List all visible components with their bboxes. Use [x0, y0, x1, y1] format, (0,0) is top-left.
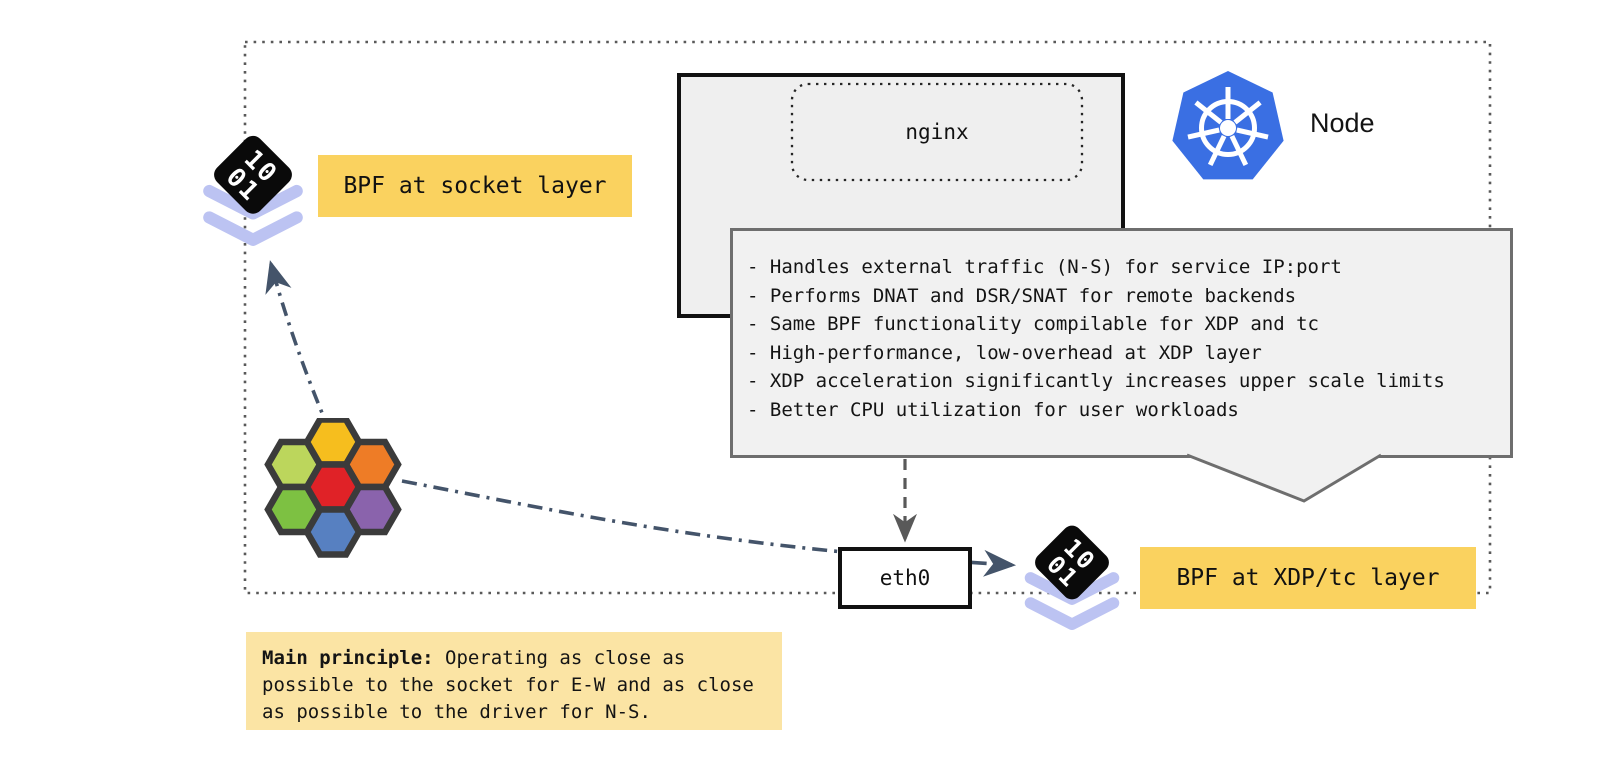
- bpf-socket-layer-label: BPF at socket layer: [318, 155, 632, 217]
- bpf-bytecode-icon-socket: 10 01: [203, 135, 303, 246]
- node-label: Node: [1310, 108, 1375, 138]
- pod-dotted-outline: [790, 82, 1084, 182]
- bpf-bytecode-icon-xdp: 10 01: [1024, 525, 1120, 630]
- callout-bullet: - Same BPF functionality compilable for …: [747, 313, 1319, 335]
- main-principle-note: Main principle: Operating as close as po…: [246, 632, 782, 730]
- main-principle-title: Main principle:: [262, 647, 434, 669]
- callout-bullet: - Handles external traffic (N-S) for ser…: [747, 256, 1342, 278]
- callout-bullet: - Performs DNAT and DSR/SNAT for remote …: [747, 284, 1297, 307]
- connector-to-socket-bpf: [265, 260, 332, 433]
- hexagon-cluster-icon: [264, 418, 402, 558]
- callout-bullet: - High-performance, low-overhead at XDP …: [747, 341, 1262, 364]
- pod-name: nginx: [905, 120, 969, 144]
- main-principle-body: Operating as close as possible to the so…: [262, 647, 754, 723]
- bpf-xdp-layer-label: BPF at XDP/tc layer: [1140, 547, 1476, 609]
- kubernetes-icon: [1172, 71, 1284, 180]
- callout-tail: [1184, 451, 1384, 503]
- callout-bullet: - Better CPU utilization for user worklo…: [747, 398, 1239, 421]
- eth0-label: eth0: [879, 566, 931, 590]
- bpf-features-callout: - Handles external traffic (N-S) for ser…: [730, 228, 1513, 503]
- eth0-interface-box: eth0: [838, 547, 972, 609]
- callout-bullet: - XDP acceleration significantly increas…: [747, 370, 1445, 392]
- helm-wheel-icon: [1187, 87, 1269, 166]
